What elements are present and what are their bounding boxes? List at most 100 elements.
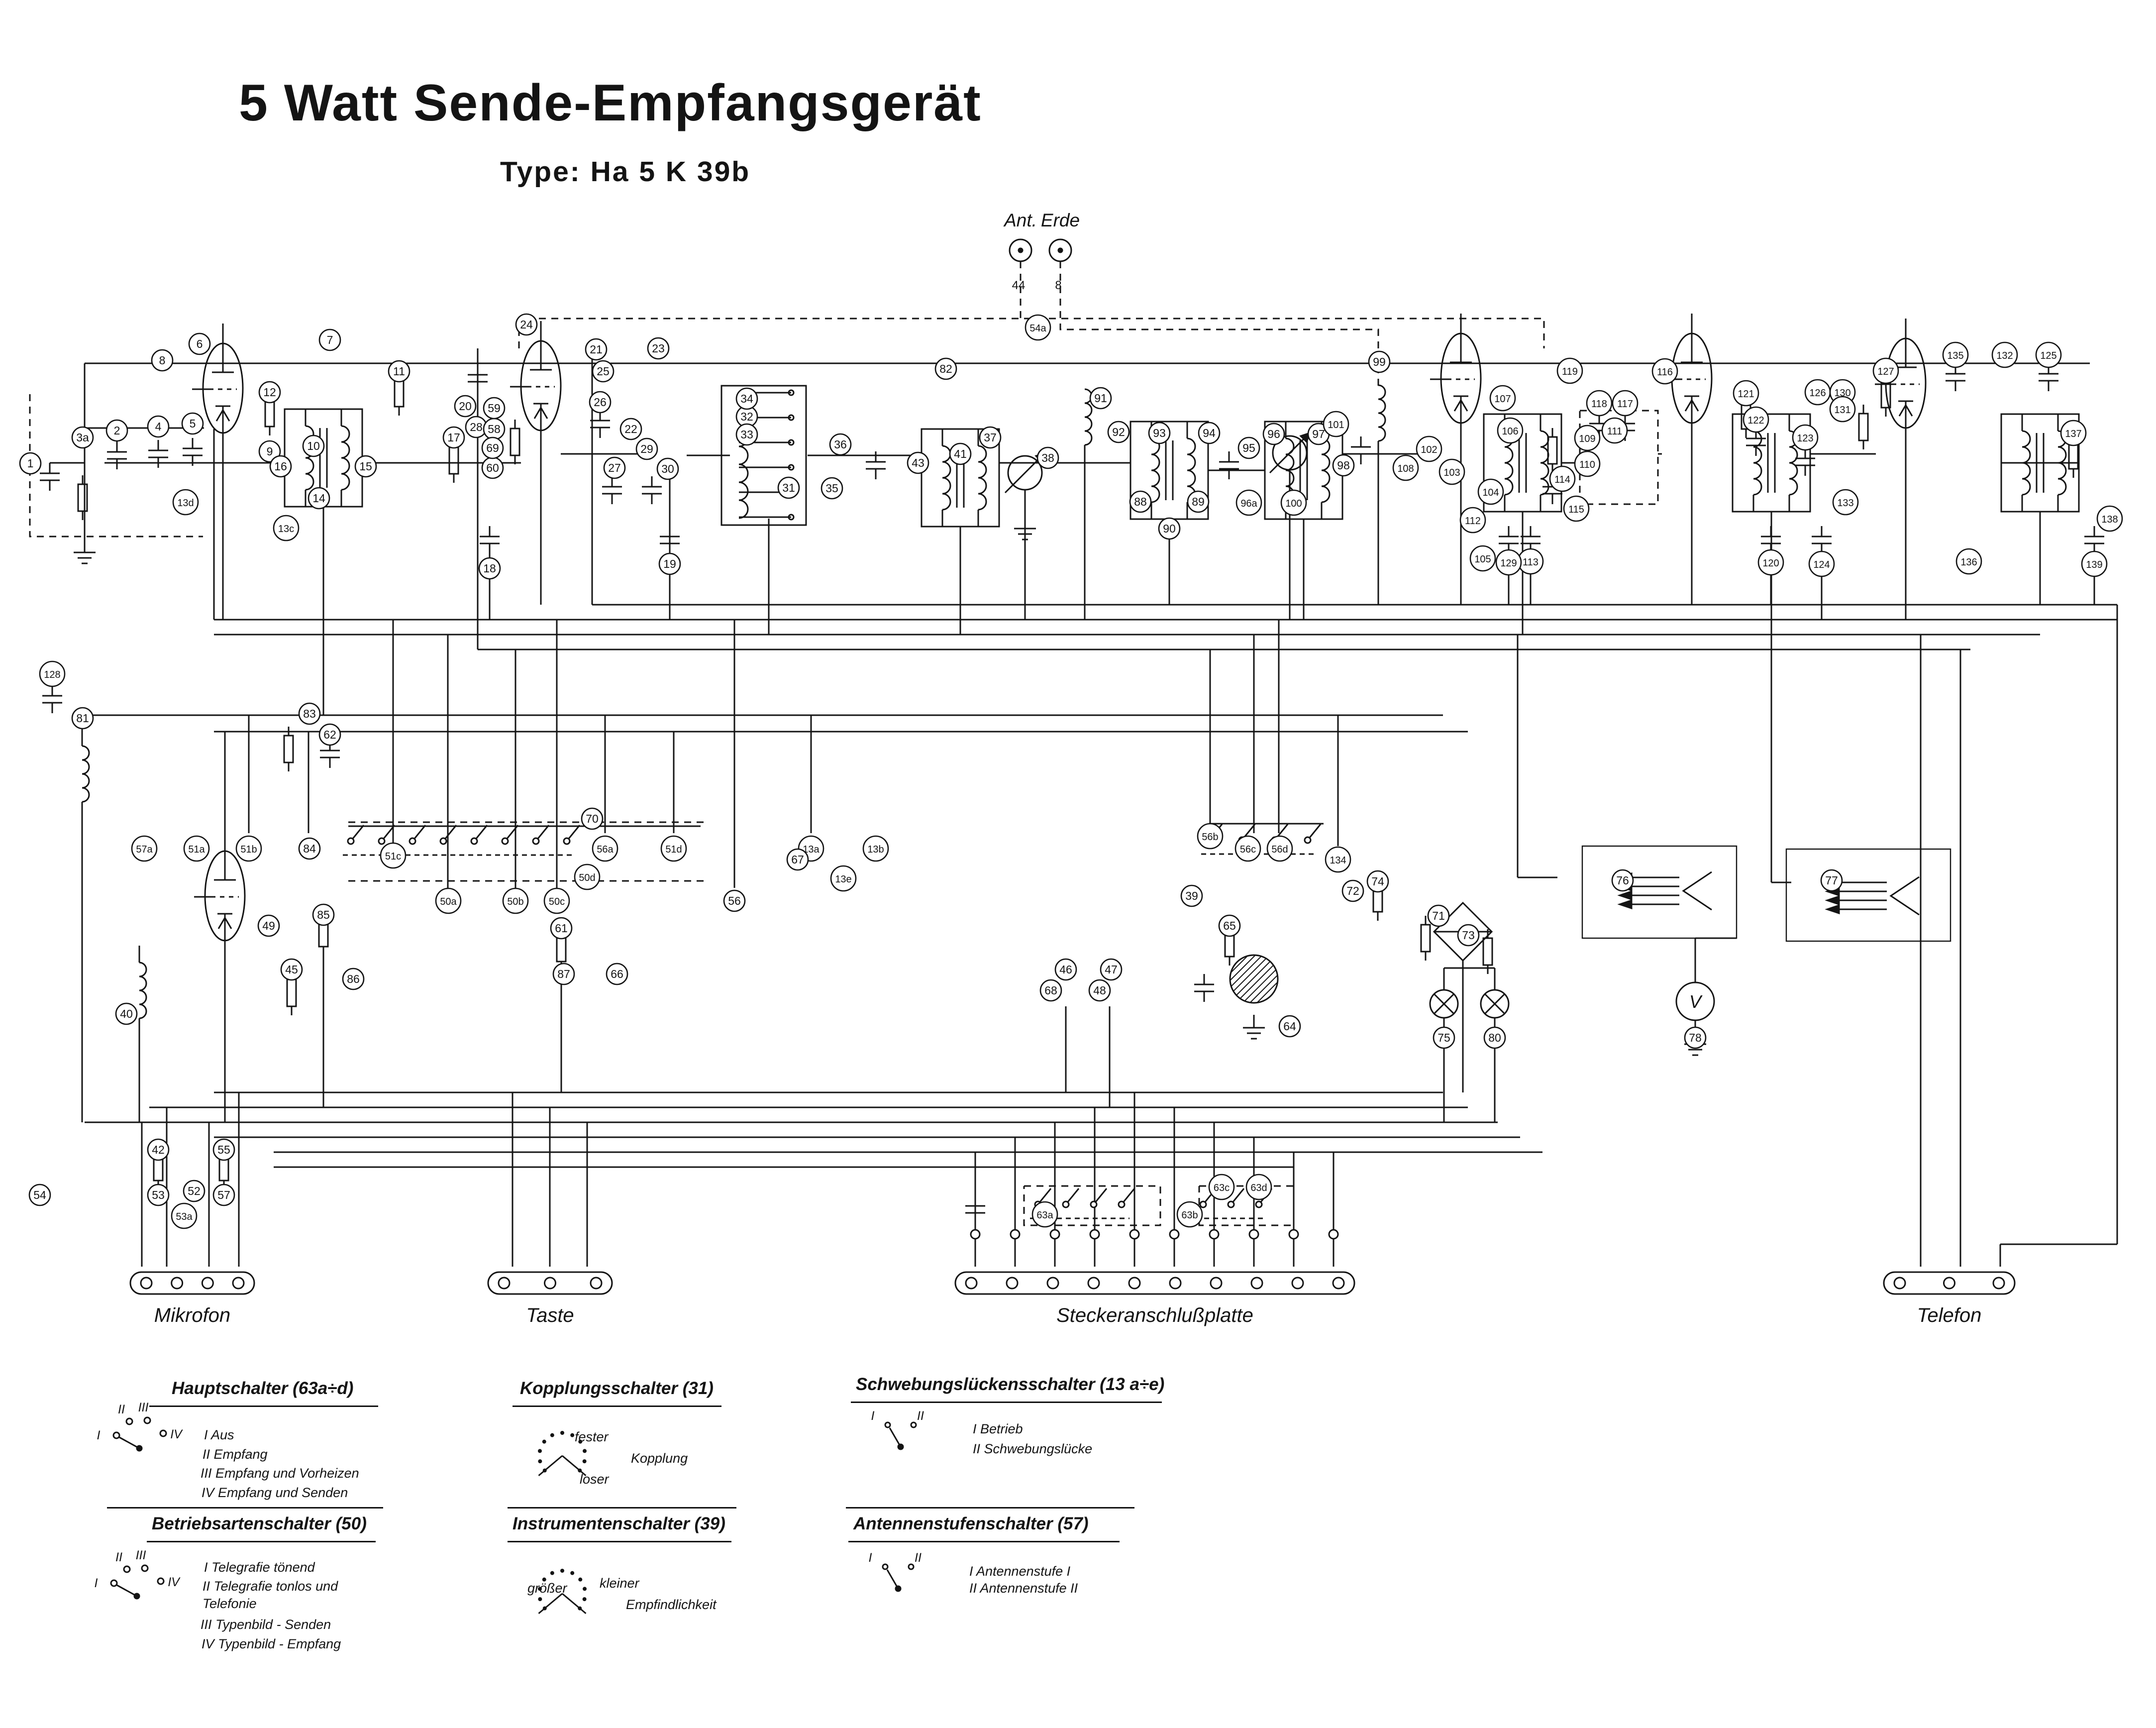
component-number: 136	[1960, 557, 1977, 568]
component-marker: 19	[658, 552, 681, 575]
component-number: 92	[1112, 426, 1125, 438]
legend-switch-symbol	[538, 1569, 587, 1615]
component-marker: 135	[1942, 341, 1969, 368]
resistor-icon	[394, 379, 405, 408]
component-number: 2	[114, 424, 120, 437]
component-number: 120	[1762, 558, 1779, 569]
potentiometer-icon	[1229, 954, 1279, 1004]
component-number: 51b	[240, 844, 257, 855]
component-number: 88	[1134, 495, 1147, 508]
component-marker: 41	[949, 442, 972, 465]
resistor-icon	[448, 446, 459, 475]
connector-pin	[1992, 1277, 2005, 1290]
resistor-icon	[264, 399, 275, 428]
tube-symbol	[192, 324, 244, 453]
component-marker: 105	[1469, 545, 1496, 572]
resistor-icon	[286, 978, 297, 1007]
legend-switch-symbol	[538, 1431, 587, 1477]
component-marker: 30	[656, 457, 679, 480]
component-marker: 64	[1278, 1015, 1301, 1038]
component-marker: 39	[1180, 884, 1203, 907]
component-number: 41	[954, 447, 967, 460]
cap-symbol	[1351, 436, 1371, 464]
component-marker: 72	[1341, 879, 1364, 902]
cap-symbol	[660, 526, 680, 554]
component-number: 112	[1465, 516, 1481, 527]
component-marker: 51d	[660, 835, 687, 862]
wire-verticals	[81, 314, 2118, 1267]
component-marker: 3a	[71, 426, 94, 449]
lamp-icon	[1429, 989, 1459, 1019]
switch-position-label: I	[871, 1409, 875, 1423]
component-marker: 137	[2060, 420, 2087, 446]
component-number: 94	[1203, 427, 1216, 439]
tube-symbol	[510, 321, 562, 450]
component-marker: 5	[181, 412, 204, 435]
component-number: 35	[825, 482, 838, 495]
component-marker: 93	[1148, 422, 1171, 444]
connector-pin	[544, 1277, 556, 1290]
component-number: 51a	[188, 844, 205, 855]
component-marker: 50d	[574, 864, 601, 890]
component-number: 84	[303, 842, 316, 855]
antenna-terminal: Ant.44	[1003, 210, 1037, 292]
component-number: 114	[1554, 474, 1570, 485]
switch-position-label: III	[138, 1401, 149, 1414]
switch-position-label: I	[869, 1551, 872, 1565]
resistor-icon	[510, 428, 520, 456]
connector: Steckeranschlußplatte	[954, 1271, 1355, 1326]
component-marker: 37	[979, 426, 1002, 449]
component-number: 56	[728, 894, 741, 907]
component-number: 19	[663, 557, 676, 570]
component-number: 7	[327, 333, 333, 346]
res-symbol	[283, 727, 294, 771]
cap-symbol	[148, 440, 168, 468]
component-marker: 80	[1483, 1026, 1506, 1049]
ifcan-symbol	[2000, 413, 2080, 513]
switch-position-label: II	[915, 1551, 922, 1565]
component-number: 3a	[76, 431, 89, 444]
component-number: 49	[262, 919, 275, 932]
component-marker: 134	[1325, 846, 1351, 873]
connector-pin	[140, 1277, 153, 1290]
component-number: 25	[597, 365, 610, 378]
component-number: 101	[1328, 420, 1344, 431]
cap-symbol	[183, 438, 203, 466]
resistor-icon	[1858, 413, 1869, 441]
component-marker: 54a	[1025, 314, 1051, 341]
component-number: 51d	[665, 844, 682, 855]
tube-symbol	[194, 831, 246, 961]
component-number: 133	[1837, 498, 1853, 509]
component-marker: 116	[1651, 358, 1678, 385]
component-marker: 17	[442, 426, 465, 449]
component-marker: 110	[1574, 450, 1601, 477]
component-number: 50d	[579, 872, 595, 883]
component-number: 118	[1591, 399, 1607, 410]
component-number: 51c	[385, 851, 401, 862]
component-marker: 25	[592, 360, 615, 383]
component-number: 124	[1813, 559, 1830, 570]
component-number: 59	[488, 402, 501, 415]
component-marker: 51c	[380, 842, 407, 869]
enclosure-box	[1581, 845, 1738, 939]
component-number: 115	[1568, 504, 1584, 515]
component-marker: 33	[735, 423, 758, 446]
cap-symbol	[1219, 451, 1239, 479]
component-marker: 50b	[502, 887, 529, 914]
component-marker: 99	[1368, 350, 1391, 373]
switch-position-label: IV	[170, 1427, 183, 1441]
component-number: 128	[44, 669, 60, 680]
component-number: 87	[557, 968, 570, 980]
component-number: 110	[1579, 459, 1595, 470]
box-symbol	[1581, 845, 1738, 939]
terminal-pin	[1089, 1229, 1100, 1240]
component-marker: 63a	[1031, 1201, 1058, 1228]
component-number: 23	[652, 342, 665, 355]
component-marker: 124	[1808, 550, 1835, 577]
component-number: 139	[2086, 559, 2102, 570]
terminal-pin	[1169, 1229, 1180, 1240]
component-number: 43	[912, 456, 924, 469]
component-number: 71	[1432, 909, 1445, 922]
